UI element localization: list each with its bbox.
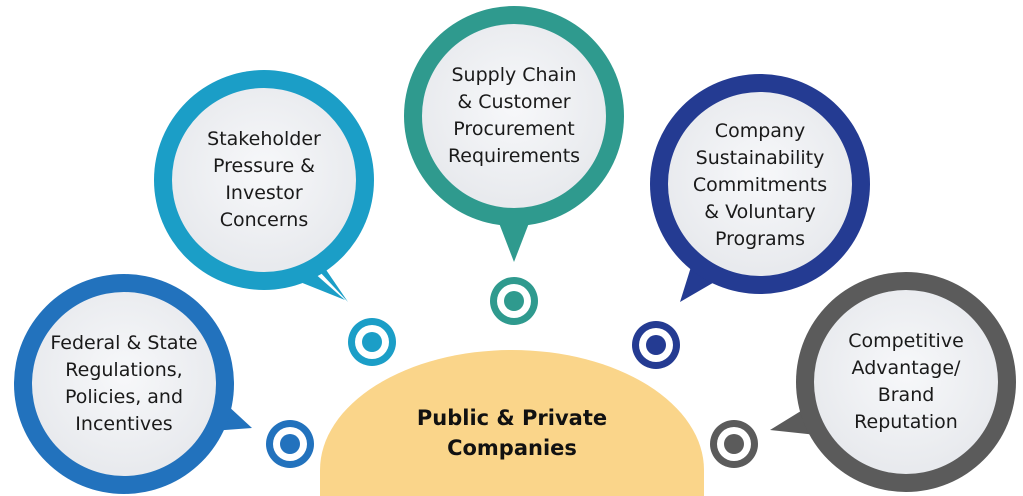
driver-line: & Voluntary xyxy=(704,200,816,223)
driver-line: Brand xyxy=(877,384,935,406)
driver-label-supply-chain: Supply Chain & Customer Procurement Requ… xyxy=(424,50,604,182)
driver-line: Sustainability xyxy=(695,146,825,169)
driver-line: Programs xyxy=(714,227,806,250)
driver-line: Company xyxy=(714,119,806,142)
driver-bubble-competitive xyxy=(770,272,1016,492)
bubble-inner xyxy=(172,88,356,272)
driver-line: Pressure & xyxy=(213,155,315,177)
bullseye-icon xyxy=(490,277,538,325)
driver-line: Federal & State xyxy=(50,332,198,354)
bubble-inner xyxy=(668,92,852,276)
center-label: Public & Private Companies xyxy=(392,398,632,468)
bullseye-icon xyxy=(632,321,680,369)
driver-line: Competitive xyxy=(848,330,964,352)
bubble-inner xyxy=(422,24,606,208)
driver-line: Incentives xyxy=(75,413,173,435)
driver-bubble-stakeholder xyxy=(154,70,374,302)
bubble-inner xyxy=(814,290,998,474)
driver-line: Concerns xyxy=(219,209,309,231)
driver-label-federal: Federal & State Regulations, Policies, a… xyxy=(34,318,214,450)
bullseye-icon xyxy=(710,420,758,468)
bullseye-icon xyxy=(266,420,314,468)
driver-line: Advantage/ xyxy=(851,357,961,379)
driver-line: Investor xyxy=(225,182,303,204)
driver-line: Reputation xyxy=(854,411,958,433)
bullseye-icon xyxy=(348,318,396,366)
driver-line: Procurement xyxy=(453,118,575,140)
driver-line: Regulations, xyxy=(65,359,183,381)
driver-bubble-sustainability xyxy=(650,74,870,302)
center-line: Public & Private xyxy=(416,406,608,430)
driver-bubble-supply-chain xyxy=(404,6,624,262)
driver-line: Supply Chain xyxy=(451,64,577,86)
center-line: Companies xyxy=(447,436,577,460)
driver-line: Policies, and xyxy=(64,386,184,408)
driver-label-stakeholder: Stakeholder Pressure & Investor Concerns xyxy=(174,114,354,246)
center-dome xyxy=(320,350,704,496)
driver-line: Requirements xyxy=(447,145,581,167)
driver-label-sustainability: Company Sustainability Commitments & Vol… xyxy=(670,112,850,258)
driver-line: Stakeholder xyxy=(207,128,321,150)
driver-label-competitive: Competitive Advantage/ Brand Reputation xyxy=(816,316,996,448)
driver-line: Commitments xyxy=(692,173,828,196)
bubble-inner xyxy=(32,292,216,476)
driver-line: & Customer xyxy=(457,91,571,113)
driver-bubble-federal xyxy=(14,274,252,494)
